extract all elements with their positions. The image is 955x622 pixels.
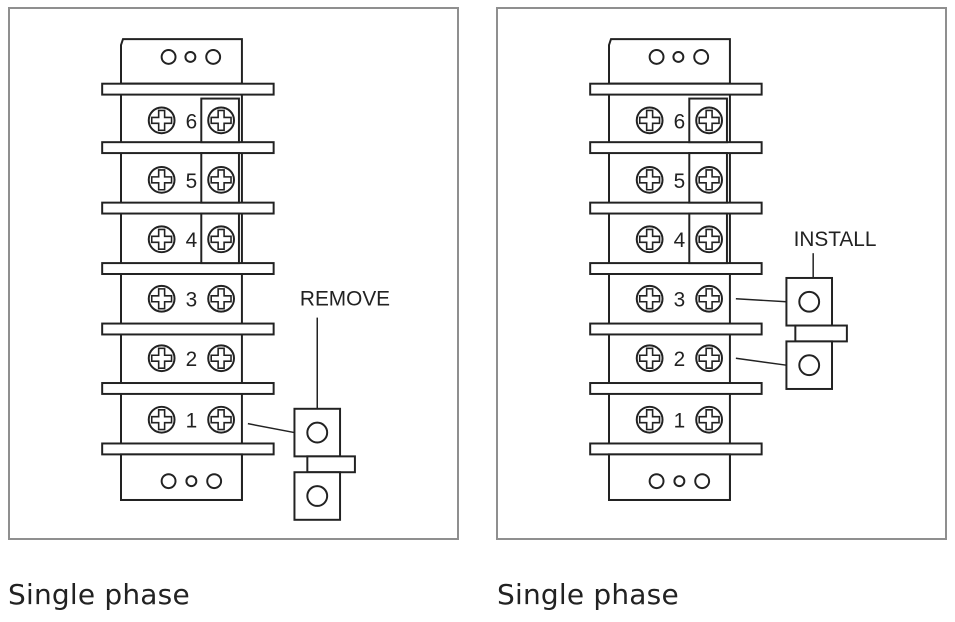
terminal-number: 3 — [674, 289, 686, 312]
mount-hole — [673, 475, 686, 488]
caption-left: Single phase — [8, 578, 190, 611]
terminal-row-6: 6 — [635, 106, 723, 135]
leader-line — [735, 298, 787, 303]
mount-hole — [648, 473, 665, 490]
terminal-row-3: 3 — [635, 284, 723, 313]
separator-ribs — [101, 82, 275, 456]
bottom-mounting-cap — [608, 453, 731, 501]
top-mounting-cap — [120, 38, 243, 85]
mount-hole — [672, 50, 685, 63]
terminal-row-5: 5 — [635, 165, 723, 194]
bottom-mounting-cap — [120, 453, 243, 501]
separator-ribs — [589, 82, 763, 456]
mount-hole — [205, 49, 222, 65]
terminal-number: 2 — [186, 348, 198, 371]
terminal-number: 4 — [186, 229, 198, 252]
terminal-row-1: 1 — [147, 405, 235, 434]
terminal-number: 1 — [674, 410, 686, 433]
terminal-row-6: 6 — [147, 106, 235, 135]
terminal-row-1: 1 — [635, 405, 723, 434]
caption-right: Single phase — [497, 578, 679, 611]
mount-hole — [693, 49, 710, 65]
terminal-row-2: 2 — [635, 344, 723, 373]
terminal-row-4: 4 — [635, 225, 723, 254]
terminal-number: 4 — [674, 229, 686, 252]
terminal-number: 3 — [186, 289, 198, 312]
terminal-number: 5 — [674, 170, 686, 193]
terminal-row-2: 2 — [147, 344, 235, 373]
terminal-block-diagram: 6 5 4 3 2 1 — [101, 38, 390, 521]
mount-hole — [184, 50, 197, 63]
diagram-panel-install: 6 5 4 3 2 1 — [496, 7, 947, 540]
mount-hole — [648, 49, 665, 65]
leader-line — [247, 422, 295, 434]
terminal-number: 2 — [674, 348, 686, 371]
terminal-row-5: 5 — [147, 165, 235, 194]
mount-hole — [160, 473, 177, 490]
removed-jumper — [293, 407, 356, 521]
mount-hole — [694, 473, 711, 490]
terminal-number: 1 — [186, 410, 198, 433]
diagram-panel-remove: 6 5 4 3 2 1 — [8, 7, 459, 540]
mount-hole — [185, 475, 198, 488]
install-label: INSTALL — [794, 228, 877, 251]
terminal-number: 6 — [186, 110, 198, 133]
terminal-row-3: 3 — [147, 284, 235, 313]
terminal-row-4: 4 — [147, 225, 235, 254]
terminal-block-diagram: 6 5 4 3 2 1 — [589, 38, 877, 501]
mount-hole — [206, 473, 223, 490]
terminal-number: 6 — [674, 110, 686, 133]
install-jumper — [785, 276, 848, 390]
terminal-number: 5 — [186, 170, 198, 193]
leader-line — [735, 357, 787, 366]
top-mounting-cap — [608, 38, 731, 85]
remove-label: REMOVE — [300, 288, 390, 311]
mount-hole — [160, 49, 177, 65]
